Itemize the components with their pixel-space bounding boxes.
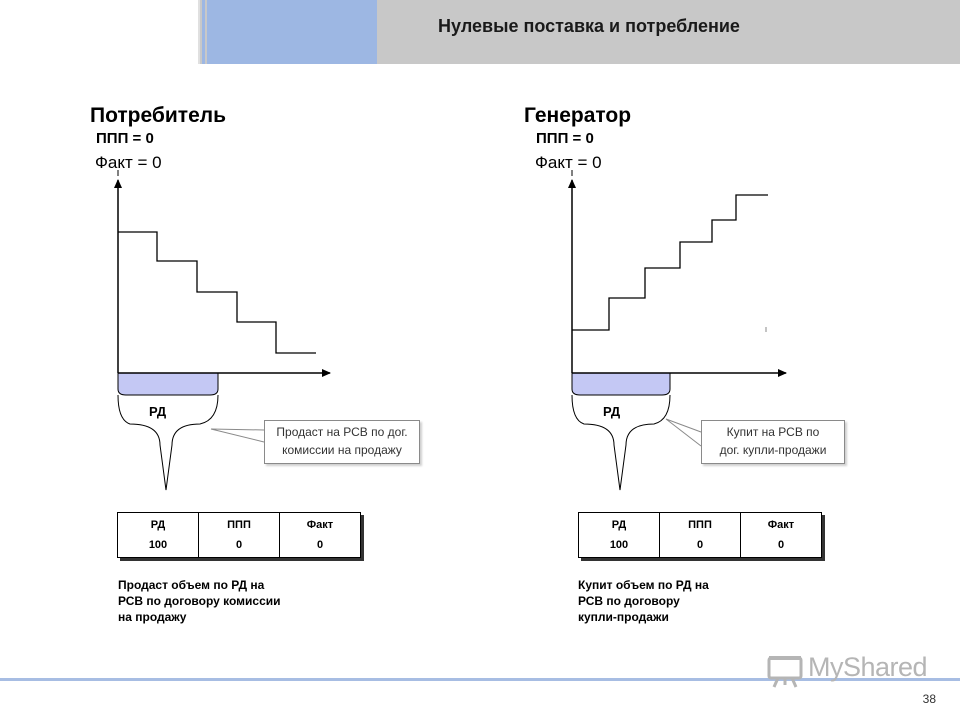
generator-rd-area	[571, 372, 671, 396]
consumer-note-line: РСВ по договору комиссии	[118, 594, 281, 608]
consumer-demand-curve	[118, 231, 316, 354]
table-header: Факт	[767, 519, 795, 531]
generator-callout-pointer	[665, 418, 702, 447]
generator-callout: Купит на РСВ по дог. купли-продажи	[701, 420, 845, 464]
generator-note-line: купли-продажи	[578, 610, 669, 624]
generator-callout-line: Купит на РСВ по	[726, 425, 820, 439]
generator-title: Генератор	[524, 104, 632, 127]
generator-values-table: РД 100 ППП 0 Факт 0	[578, 512, 822, 558]
table-value: 0	[235, 539, 243, 551]
header-stripe	[198, 0, 200, 64]
table-header: ППП	[688, 519, 712, 531]
generator-note-line: Купит объем по РД на	[578, 578, 709, 592]
generator-note-line: РСВ по договору	[578, 594, 680, 608]
generator-fact: Факт = 0	[535, 153, 602, 172]
consumer-callout: Продаст на РСВ по дог. комиссии на прода…	[264, 420, 420, 464]
page-number: 38	[922, 692, 936, 706]
generator-table-cell-ppp: ППП 0	[659, 512, 741, 558]
generator-table-cell-fact: Факт 0	[740, 512, 822, 558]
generator-note: Купит объем по РД на РСВ по договору куп…	[578, 577, 709, 625]
table-header: РД	[150, 519, 166, 531]
generator-table-cell-rd: РД 100	[578, 512, 660, 558]
header-accent-block	[207, 0, 377, 64]
consumer-title: Потребитель	[90, 104, 227, 127]
consumer-ppp: ППП = 0	[96, 130, 154, 147]
table-header: ППП	[227, 519, 251, 531]
watermark-logo-text: MyShared	[808, 652, 928, 682]
table-value: 0	[316, 539, 324, 551]
table-header: РД	[611, 519, 627, 531]
table-header: Факт	[306, 519, 334, 531]
consumer-callout-pointer	[210, 428, 265, 443]
consumer-rd-area	[117, 372, 219, 396]
generator-rd-label: РД	[603, 404, 621, 419]
presentation-board-icon	[767, 656, 803, 688]
table-value: 100	[148, 539, 168, 551]
generator-brace	[571, 394, 671, 491]
generator-supply-curve	[572, 194, 768, 331]
consumer-table-cell-rd: РД 100	[117, 512, 199, 558]
table-value: 0	[777, 539, 785, 551]
header-stripe	[202, 0, 205, 64]
consumer-note: Продаст объем по РД на РСВ по договору к…	[118, 577, 281, 625]
consumer-fact: Факт = 0	[95, 153, 162, 172]
consumer-brace	[117, 394, 219, 491]
consumer-rd-label: РД	[149, 404, 167, 419]
generator-callout-line: дог. купли-продажи	[719, 443, 827, 457]
table-value: 100	[609, 539, 629, 551]
footer-line	[0, 678, 960, 681]
consumer-table-cell-ppp: ППП 0	[198, 512, 280, 558]
consumer-table-cell-fact: Факт 0	[279, 512, 361, 558]
generator-ppp: ППП = 0	[536, 130, 594, 147]
consumer-callout-line: комиссии на продажу	[282, 443, 402, 457]
consumer-callout-line: Продаст на РСВ по дог.	[276, 425, 408, 439]
table-value: 0	[696, 539, 704, 551]
consumer-note-line: на продажу	[118, 610, 187, 624]
slide-title: Нулевые поставка и потребление	[438, 16, 740, 36]
consumer-values-table: РД 100 ППП 0 Факт 0	[117, 512, 361, 558]
consumer-note-line: Продаст объем по РД на	[118, 578, 265, 592]
